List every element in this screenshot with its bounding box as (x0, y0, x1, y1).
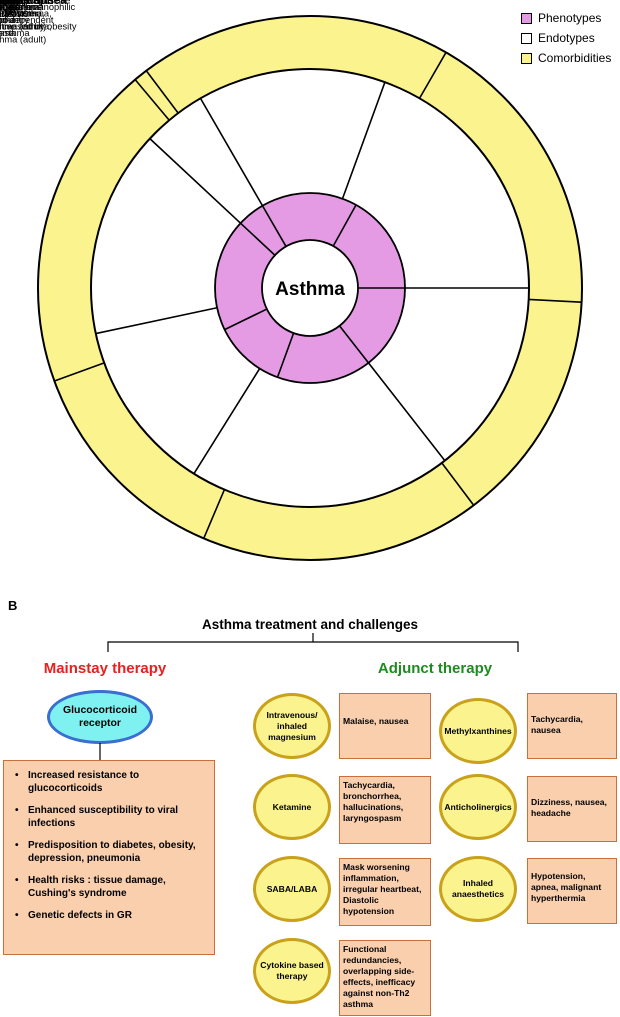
phenotype-divider (338, 325, 370, 364)
effects-methylxanthines: Tachycardia, nausea (527, 693, 617, 759)
drug-anticholinergics: Anticholinergics (439, 774, 517, 840)
legend-swatch-phenotypes (521, 12, 532, 24)
comorbidity-divider (54, 362, 105, 382)
glucocorticoid-receptor: Glucocorticoid receptor (47, 690, 153, 744)
legend-item-phenotypes: Phenotypes (521, 8, 611, 28)
legend-swatch-comorbidities (521, 52, 532, 64)
comorbidity-divider (145, 70, 179, 114)
endotype-label-eosinophilic-endotypes-line: asthma, (0, 0, 17, 5)
drug-inhaled-anaesthetics: Inhaled anaesthetics (439, 856, 517, 922)
phenotype-label-fixed-airflow-limitation-line: airflow (0, 0, 18, 7)
phenotype-label-eosinophilic-line: Eosinophilic (0, 0, 32, 7)
panel-b-letter: B (8, 598, 18, 613)
phenotype-label-fixed-airflow-limitation-line: limitation (0, 6, 24, 20)
phenotype-label-obesity-related-line: Obesity- (0, 0, 22, 1)
endotype-divider (341, 81, 386, 200)
comorbidity-label-rhinitis-line: Rhinitis (0, 0, 21, 7)
effects-inhaled-anaesthetics: Hypotension, apnea, malignant hypertherm… (527, 858, 617, 924)
legend-item-comorbidities: Comorbidities (521, 48, 611, 68)
adjunct-heading: Adjunct therapy (377, 660, 493, 677)
phenotype-divider (332, 204, 357, 247)
comorbidity-label-stress-line: Stress (0, 0, 18, 7)
comorbidity-divider (418, 52, 447, 99)
endotype-label-exacerbation-prone-endotypes-line: Allergic asthma (adult) (0, 34, 46, 44)
glucocorticoid-challenges-box: Increased resistance to glucocorticoids … (3, 760, 215, 955)
comorbidity-divider (528, 298, 582, 304)
endotype-label-fixed-airflow-endotypes-line: (neutrophilic) asthma (0, 2, 44, 12)
endotype-divider (199, 97, 264, 207)
endotype-label-obesity-related-endotypes-line: asthma (0, 28, 16, 38)
phenotype-divider (261, 205, 287, 247)
comorbidity-divider (441, 462, 475, 506)
endotype-label-exercise-induced-endotypes-line: Allergic asthma, (0, 2, 33, 12)
legend-item-endotypes: Endotypes (521, 28, 611, 48)
endotype-divider (95, 306, 218, 335)
center-circle (261, 239, 359, 337)
phenotype-label-exercise-induced-line: induced (0, 0, 21, 14)
treatment-title: Asthma treatment and challenges (201, 617, 419, 632)
receptor-connector (99, 743, 101, 760)
endotype-label-exercise-induced-endotypes-line: skiers' asthma (0, 28, 30, 38)
comorbidity-label-obstructive-sleep-apnea-line: Obstructive sleep apnea (0, 0, 67, 7)
challenge-item: Enhanced susceptibility to viral infecti… (15, 804, 208, 830)
effects-ketamine: Tachycardia, bronchorrhea, hallucination… (339, 776, 431, 844)
comorbidity-label-sinusitis-line: Sinusitis (0, 0, 24, 7)
bracket (107, 633, 519, 652)
phenotype-divider (239, 222, 276, 256)
challenge-item: Increased resistance to glucocorticoids (15, 769, 208, 795)
phenotype-label-exacerbation-prone-line: Exacerbation- (0, 0, 37, 1)
comorbidity-label-gerd-line: GERD (0, 0, 17, 7)
phenotype-divider (224, 308, 268, 331)
phenotype-label-poorly-steroid-responsive-line: steroid- (0, 0, 20, 7)
comorbidity-label-obesity-line: Obesity (0, 0, 22, 7)
phenotype-label-exacerbation-prone-line: prone (0, 0, 16, 14)
center-label: Asthma (275, 279, 345, 300)
endotype-label-poorly-steroid-responsive-endotypes-line: (neutrophilic) asthma, (0, 8, 45, 18)
endotype-label-obesity-related-endotypes-line: Severe steroid-dependent (0, 15, 54, 25)
challenge-item: Predisposition to diabetes, obesity, dep… (15, 839, 208, 865)
challenge-item: Health risks : tissue damage, Cushing's … (15, 874, 208, 900)
challenge-item: Genetic defects in GR (15, 909, 208, 922)
endotype-divider (367, 362, 446, 462)
phenotype-label-exercise-induced-line: Exercise- (0, 0, 25, 1)
endotype-label-poorly-steroid-responsive-endotypes-line: Airflow obstruction caused by obesity (0, 21, 77, 31)
endotype-label-exercise-induced-endotypes-line: Cross-country (0, 15, 29, 25)
legend-label-comorbidities: Comorbidities (538, 51, 612, 65)
mainstay-heading: Mainstay therapy (43, 660, 167, 677)
endotype-label-exacerbation-prone-endotypes-line: Asthma-predictive indices-positive (0, 0, 70, 5)
comorbidity-divider (134, 79, 170, 121)
endotype-label-exacerbation-prone-endotypes-line: Aspirin-sensitive asthma, (0, 21, 52, 31)
comorbidity-divider (202, 489, 226, 539)
phenotype-label-poorly-steroid-responsive-line: responsive (0, 6, 29, 20)
endotype-label-exacerbation-prone-endotypes-line: preschool wheezer, (0, 8, 40, 18)
endotype-label-adult-onset-endotypes-line: Severe late-onset hyper-eosinophilic (0, 2, 76, 12)
effects-anticholinergics: Dizziness, nausea, headache (527, 776, 617, 842)
phenotype-label-obesity-related-line: related (0, 0, 18, 14)
effects-saba-laba: Mask worsening inflammation, irregular h… (339, 858, 431, 926)
endotype-label-adult-onset-endotypes-line: asthma (0, 15, 16, 25)
drug-saba-laba: SABA/LABA (253, 856, 331, 922)
comorbidity-label-microbial-infections-line: Microbial infections (0, 0, 54, 7)
endotype-divider (149, 138, 242, 224)
endotype-label-obesity-related-endotypes-line: eosinophilic asthma, (0, 2, 42, 12)
phenotype-divider (276, 332, 295, 378)
effects-magnesium: Malaise, nausea (339, 693, 431, 759)
legend-label-phenotypes: Phenotypes (538, 11, 602, 25)
phenotype-label-adult-onset-line: Adult-onset (0, 0, 31, 7)
asthma-wheel-diagram: Asthma EosinophilicExacerbation-proneObes… (0, 0, 583, 561)
endotype-divider (193, 368, 261, 475)
effects-cytokine: Functional redundancies, overlapping sid… (339, 940, 431, 1016)
legend-label-endotypes: Endotypes (538, 31, 595, 45)
drug-methylxanthines: Methylxanthines (439, 698, 517, 764)
legend: Phenotypes Endotypes Comorbidities (521, 8, 611, 68)
endotype-label-eosinophilic-endotypes-line: Aspirin-sensitive asthma, (0, 8, 52, 18)
endotype-label-poorly-steroid-responsive-endotypes-line: Non-eosinophilic (0, 0, 35, 5)
drug-cytokine: Cytokine based therapy (253, 938, 331, 1004)
drug-magnesium: Intravenous/ inhaled magnesium (253, 693, 331, 759)
drug-ketamine: Ketamine (253, 774, 331, 840)
endotype-label-eosinophilic-endotypes-line: Allergic asthma (adult) (0, 21, 46, 31)
legend-swatch-endotypes (521, 32, 532, 44)
panel-a-letter: A (8, 3, 18, 18)
